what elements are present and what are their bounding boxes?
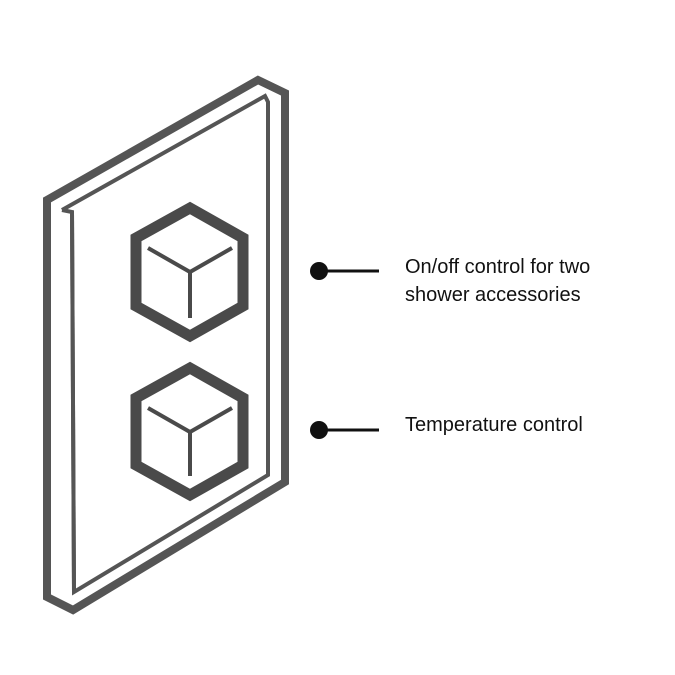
on-off-knob-cube-edge-right — [189, 246, 233, 274]
plate-outline — [43, 75, 289, 615]
callout-on-off-leader — [310, 262, 379, 280]
on-off-knob — [130, 201, 249, 343]
temperature-knob — [130, 361, 249, 502]
temperature-knob-cube-edge-left — [147, 406, 191, 434]
callout-temperature-leader — [310, 421, 379, 439]
temperature-knob-cube-edge-right — [189, 406, 233, 434]
on-off-knob-cube-edge-left — [147, 246, 191, 274]
on-off-label-line-1: On/off control for two — [405, 256, 591, 278]
temperature-label: Temperature control — [405, 414, 583, 436]
plate-inner-edge — [70, 211, 76, 593]
temperature-knob-hexagon — [130, 361, 249, 502]
on-off-label-line-2: shower accessories — [405, 284, 581, 306]
on-off-knob-hexagon — [130, 201, 249, 343]
wall-plate — [43, 75, 289, 615]
